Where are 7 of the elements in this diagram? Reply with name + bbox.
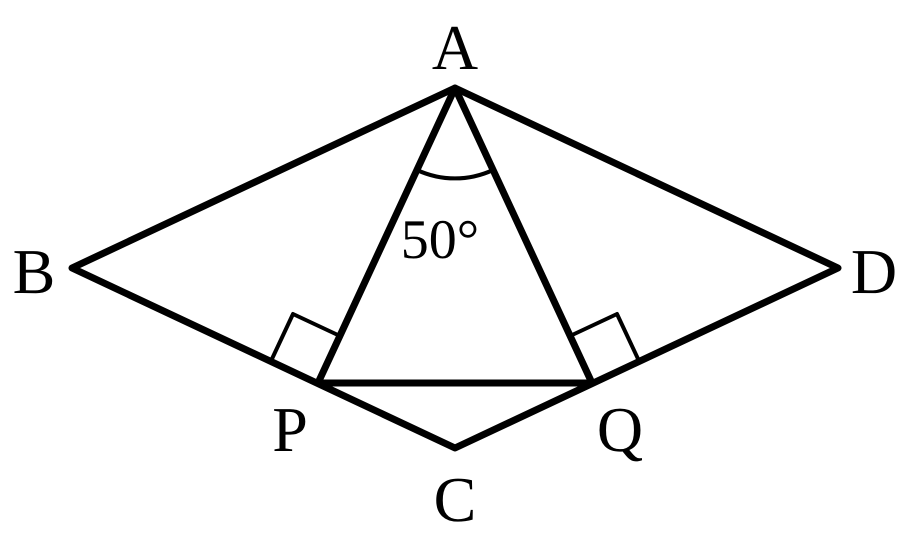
angle-label: 50° xyxy=(400,212,480,268)
vertex-label: P xyxy=(272,398,308,462)
vertex-label: A xyxy=(432,16,478,80)
vertex-label: D xyxy=(850,240,898,304)
vertex-label: C xyxy=(434,468,476,532)
vertex-label: Q xyxy=(596,398,644,462)
vertex-label: B xyxy=(12,240,56,304)
